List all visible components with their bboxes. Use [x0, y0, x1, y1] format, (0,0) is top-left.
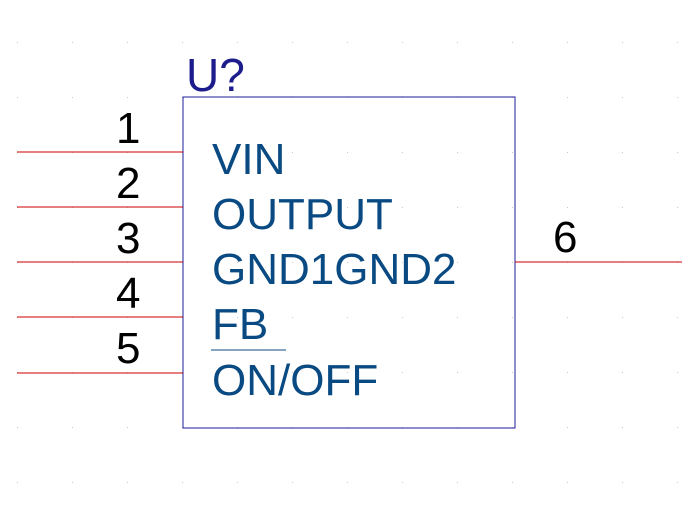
- grid-dot: [512, 42, 513, 43]
- grid-dot: [567, 42, 568, 43]
- grid-dot: [457, 207, 458, 208]
- grid-dot: [402, 207, 403, 208]
- grid-dot: [677, 97, 678, 98]
- grid-dot: [237, 317, 238, 318]
- pin-4-name: FB: [212, 300, 268, 349]
- pin-4-number: 4: [116, 269, 140, 318]
- grid-dot: [17, 482, 18, 483]
- grid-dot: [292, 482, 293, 483]
- pin-3-name: GND1GND2: [212, 245, 457, 294]
- grid-dot: [567, 207, 568, 208]
- grid-dot: [237, 152, 238, 153]
- grid-dot: [622, 97, 623, 98]
- grid-dot: [402, 42, 403, 43]
- grid-dot: [347, 42, 348, 43]
- grid-dot: [622, 482, 623, 483]
- grid-dot: [677, 372, 678, 373]
- grid-dot: [457, 317, 458, 318]
- grid-dot: [567, 372, 568, 373]
- pin-1-number: 1: [116, 104, 140, 153]
- grid-dot: [512, 482, 513, 483]
- grid-dot: [457, 372, 458, 373]
- grid-dot: [347, 372, 348, 373]
- pin-2-name: OUTPUT: [212, 190, 393, 239]
- grid-dot: [292, 207, 293, 208]
- grid-dot: [127, 482, 128, 483]
- grid-dot: [17, 42, 18, 43]
- grid-dot: [622, 152, 623, 153]
- component-reference[interactable]: U?: [186, 49, 245, 101]
- grid-dot: [72, 427, 73, 428]
- grid-dot: [292, 262, 293, 263]
- grid-dot: [512, 372, 513, 373]
- grid-dot: [457, 152, 458, 153]
- grid-dot: [512, 317, 513, 318]
- pin-3-number: 3: [116, 214, 140, 263]
- grid-dot: [567, 317, 568, 318]
- pin-1-name: VIN: [212, 135, 285, 184]
- grid-dot: [677, 152, 678, 153]
- grid-dot: [237, 482, 238, 483]
- pin-6-number: 6: [553, 213, 577, 262]
- grid-dot: [512, 207, 513, 208]
- grid-dot: [622, 317, 623, 318]
- grid-dot: [347, 317, 348, 318]
- grid-dot: [677, 317, 678, 318]
- grid-dot: [17, 97, 18, 98]
- grid-dot: [677, 427, 678, 428]
- grid-dot: [292, 317, 293, 318]
- grid-dot: [567, 427, 568, 428]
- grid-dot: [402, 317, 403, 318]
- pin-5-name: ON/OFF: [212, 356, 378, 405]
- grid-dot: [127, 42, 128, 43]
- pin-5-number: 5: [116, 324, 140, 373]
- grid-dot: [237, 262, 238, 263]
- grid-dot: [127, 97, 128, 98]
- grid-dot: [72, 42, 73, 43]
- grid-dot: [622, 207, 623, 208]
- grid-dot: [127, 427, 128, 428]
- grid-dot: [347, 207, 348, 208]
- grid-dot: [182, 482, 183, 483]
- grid-dot: [237, 372, 238, 373]
- grid-dot: [237, 42, 238, 43]
- grid-dot: [622, 372, 623, 373]
- grid-dot: [402, 262, 403, 263]
- grid-dot: [622, 42, 623, 43]
- grid-dot: [292, 372, 293, 373]
- grid-dot: [347, 262, 348, 263]
- grid-dot: [677, 207, 678, 208]
- grid-dot: [182, 42, 183, 43]
- grid-dot: [72, 482, 73, 483]
- grid-dot: [292, 152, 293, 153]
- grid-dot: [292, 42, 293, 43]
- grid-dot: [512, 262, 513, 263]
- grid-dot: [567, 97, 568, 98]
- grid-dot: [457, 262, 458, 263]
- grid-dot: [402, 372, 403, 373]
- grid-dot: [72, 97, 73, 98]
- grid-dot: [677, 42, 678, 43]
- grid-dot: [347, 152, 348, 153]
- grid-dot: [457, 482, 458, 483]
- grid-dot: [457, 42, 458, 43]
- grid-dot: [567, 482, 568, 483]
- grid-dot: [237, 207, 238, 208]
- pin-2-number: 2: [116, 159, 140, 208]
- grid-dot: [677, 482, 678, 483]
- grid-dot: [512, 152, 513, 153]
- grid-dot: [567, 152, 568, 153]
- grid-dot: [402, 482, 403, 483]
- grid-dot: [17, 427, 18, 428]
- grid-dot: [402, 152, 403, 153]
- grid-dot: [622, 427, 623, 428]
- grid-dot: [347, 482, 348, 483]
